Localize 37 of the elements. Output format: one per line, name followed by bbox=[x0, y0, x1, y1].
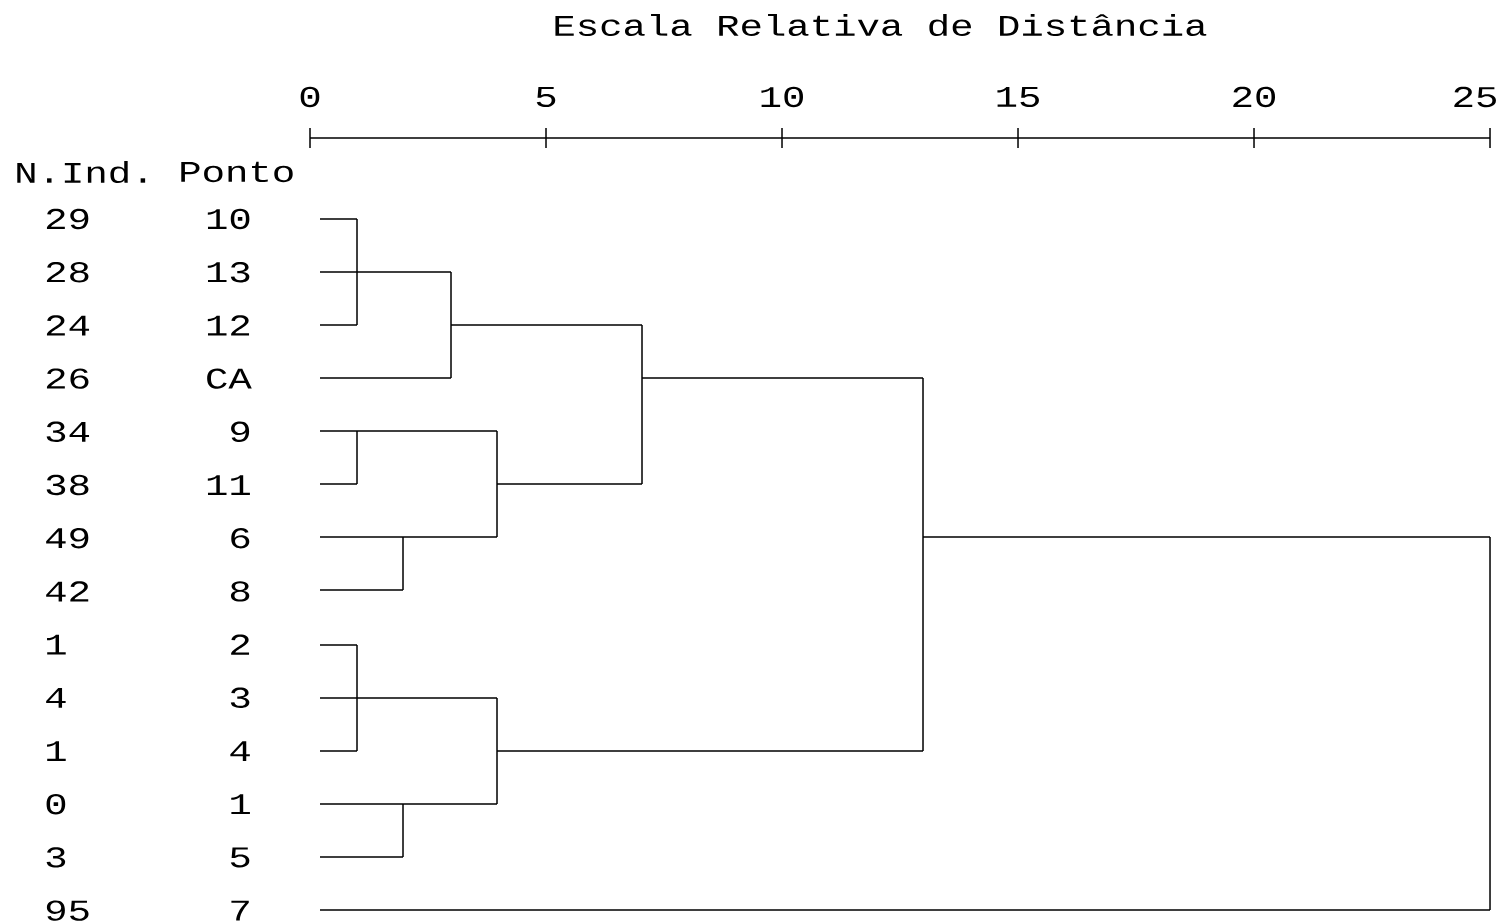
row-label: 24 bbox=[46, 315, 89, 336]
row-label: 6 bbox=[231, 528, 250, 549]
row-label: 4 bbox=[230, 741, 250, 761]
row-label: 0 bbox=[46, 794, 66, 815]
row-label: 1 bbox=[47, 741, 66, 761]
row-label: 4 bbox=[46, 687, 66, 708]
axis-title: Escala Relativa de Distância bbox=[555, 13, 1207, 37]
row-label: CA bbox=[207, 368, 252, 389]
row-label: 3 bbox=[46, 847, 66, 868]
row-label: 1 bbox=[47, 634, 66, 655]
column-header: Ponto bbox=[181, 161, 293, 183]
row-label: 7 bbox=[231, 900, 249, 921]
tick-label: 20 bbox=[1233, 86, 1275, 108]
tick-label: 5 bbox=[536, 87, 556, 108]
row-label: 26 bbox=[46, 368, 89, 389]
tick-label: 25 bbox=[1454, 86, 1496, 108]
row-label: 28 bbox=[46, 262, 89, 283]
row-label: 34 bbox=[46, 421, 89, 442]
row-label: 29 bbox=[46, 208, 89, 230]
row-label: 2 bbox=[231, 634, 250, 655]
tick-label: 0 bbox=[300, 86, 320, 108]
tick-label: 15 bbox=[997, 87, 1039, 108]
row-label: 9 bbox=[231, 421, 250, 442]
row-label: 13 bbox=[207, 262, 250, 283]
column-header: N.Ind. bbox=[17, 160, 146, 184]
tick-label: 10 bbox=[761, 86, 803, 108]
row-label: 1 bbox=[231, 794, 250, 815]
row-label: 12 bbox=[207, 315, 250, 336]
row-label: 5 bbox=[230, 847, 250, 868]
row-label: 38 bbox=[46, 474, 89, 496]
row-label: 8 bbox=[230, 581, 250, 602]
row-label: 95 bbox=[46, 900, 89, 921]
row-label: 49 bbox=[46, 528, 89, 549]
row-label: 42 bbox=[46, 581, 89, 602]
row-label: 11 bbox=[207, 475, 250, 495]
row-label: 10 bbox=[207, 208, 250, 230]
row-label: 3 bbox=[230, 687, 250, 708]
